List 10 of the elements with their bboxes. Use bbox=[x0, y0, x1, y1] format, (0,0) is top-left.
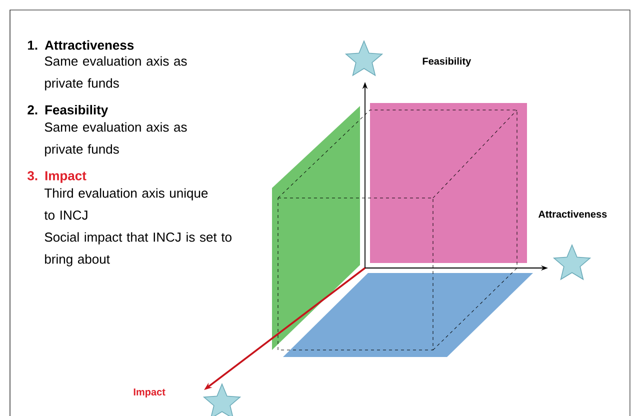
description-text: Same evaluation axis as private funds bbox=[44, 122, 187, 156]
description-text: Third evaluation axis unique to INCJ bbox=[44, 188, 208, 220]
description-text: Social impact that INCJ is set to bring about bbox=[44, 232, 232, 266]
list-heading: 1. Attractiveness bbox=[28, 40, 134, 50]
description-text: Same evaluation axis as private funds bbox=[44, 56, 187, 90]
axis-label: Impact bbox=[134, 388, 166, 398]
axis-label: Feasibility bbox=[422, 57, 472, 67]
list-heading: 2. Feasibility bbox=[28, 104, 108, 118]
axis-label: Attractiveness bbox=[538, 210, 607, 218]
list-heading: 3. Impact bbox=[28, 171, 86, 183]
